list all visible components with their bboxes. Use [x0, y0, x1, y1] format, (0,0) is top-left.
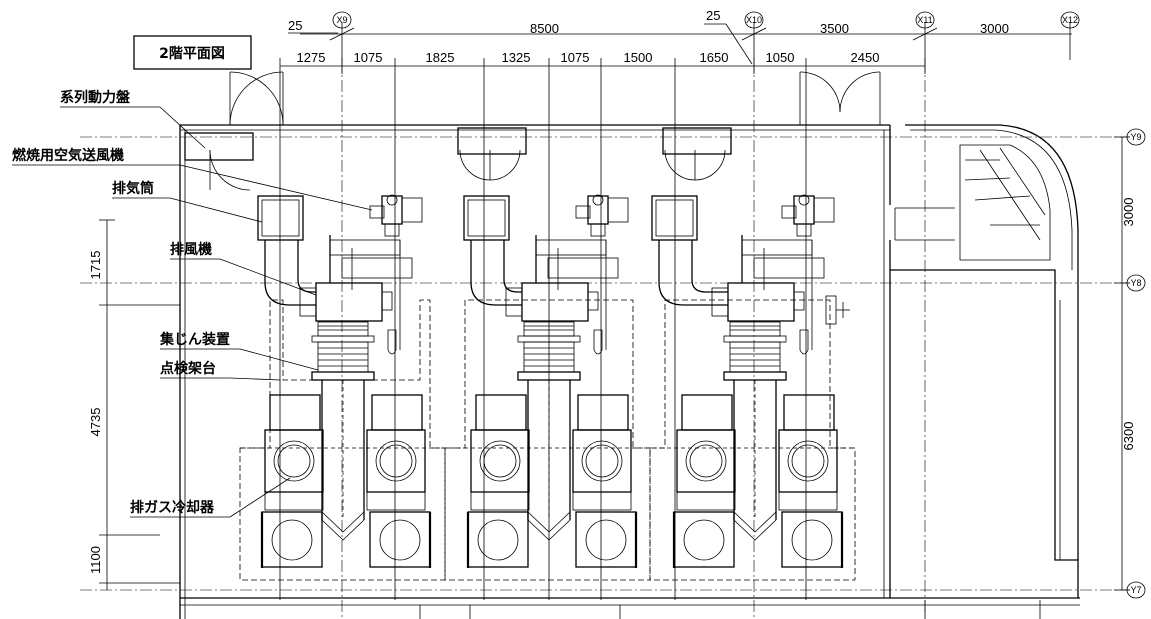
- dim-seg-6: 1500: [624, 50, 653, 65]
- dim-seg-5: 1075: [561, 50, 590, 65]
- overall-dimensions: 25 8500 25 3500 3000: [288, 8, 1072, 65]
- hatch-3: [662, 127, 732, 155]
- grid-x11: X11: [917, 15, 932, 25]
- dim-6300-right: 6300: [1121, 422, 1136, 451]
- grid-x10: X10: [746, 15, 762, 25]
- dim-3500: 3500: [820, 21, 849, 36]
- dim-3000-right: 3000: [1121, 198, 1136, 227]
- hatch-2: [457, 127, 527, 155]
- dim-seg-3: 1825: [426, 50, 455, 65]
- grid-x9: X9: [336, 15, 347, 25]
- segment-dimensions: 1275 1075 1825 1325 1075 1500 1650 1050 …: [279, 50, 926, 74]
- series-power-panel: [184, 132, 254, 161]
- label-exhaust-gas-cooler: 排ガス冷却器: [130, 499, 215, 516]
- dim-25-right: 25: [706, 8, 720, 23]
- left-dimensions: 1715 4735 1100: [88, 219, 180, 590]
- row-centerlines: [80, 136, 1130, 591]
- dim-seg-1: 1275: [297, 50, 326, 65]
- dim-1100: 1100: [88, 546, 103, 574]
- title-box: [133, 35, 252, 70]
- building-walls: [179, 124, 1080, 619]
- label-exhaust-fan: 排風機: [170, 241, 212, 258]
- doors: [209, 71, 881, 191]
- grid-y9: Y9: [1130, 132, 1141, 142]
- grid-bubbles-x: X9 X10 X11 X12: [332, 11, 1080, 29]
- dim-seg-7: 1650: [700, 50, 729, 65]
- callouts: 系列動力盤 燃焼用空気送風機 排気筒 排風機 集じん装置 点検架台 排ガス冷却器: [12, 89, 373, 518]
- grid-y7: Y7: [1130, 585, 1141, 595]
- dim-3000-top: 3000: [980, 21, 1009, 36]
- equipment-unit-2: [463, 194, 638, 568]
- label-exhaust-stack: 排気筒: [112, 180, 154, 197]
- inspection-platform: [239, 299, 856, 581]
- dim-seg-9: 2450: [851, 50, 880, 65]
- dim-1715: 1715: [88, 251, 103, 280]
- dim-seg-2: 1075: [354, 50, 383, 65]
- column-centerlines: [279, 60, 926, 619]
- grid-x12: X12: [1062, 15, 1078, 25]
- dim-4735: 4735: [88, 408, 103, 437]
- right-dimensions: 3000 6300: [1114, 136, 1136, 591]
- label-inspection-platform: 点検架台: [160, 360, 216, 377]
- dim-25-left: 25: [288, 18, 302, 33]
- dim-seg-8: 1050: [766, 50, 795, 65]
- label-power-panel: 系列動力盤: [60, 89, 131, 106]
- dim-8500: 8500: [530, 21, 559, 36]
- label-dust-collector: 集じん装置: [159, 331, 230, 348]
- dim-seg-4: 1325: [502, 50, 531, 65]
- equipment-unit-1: [257, 194, 432, 568]
- label-combustion-blower: 燃焼用空気送風機: [12, 147, 124, 164]
- equipment-unit-3: [651, 194, 844, 568]
- grid-y8: Y8: [1130, 278, 1141, 288]
- drawing-title: 2階平面図: [159, 45, 225, 62]
